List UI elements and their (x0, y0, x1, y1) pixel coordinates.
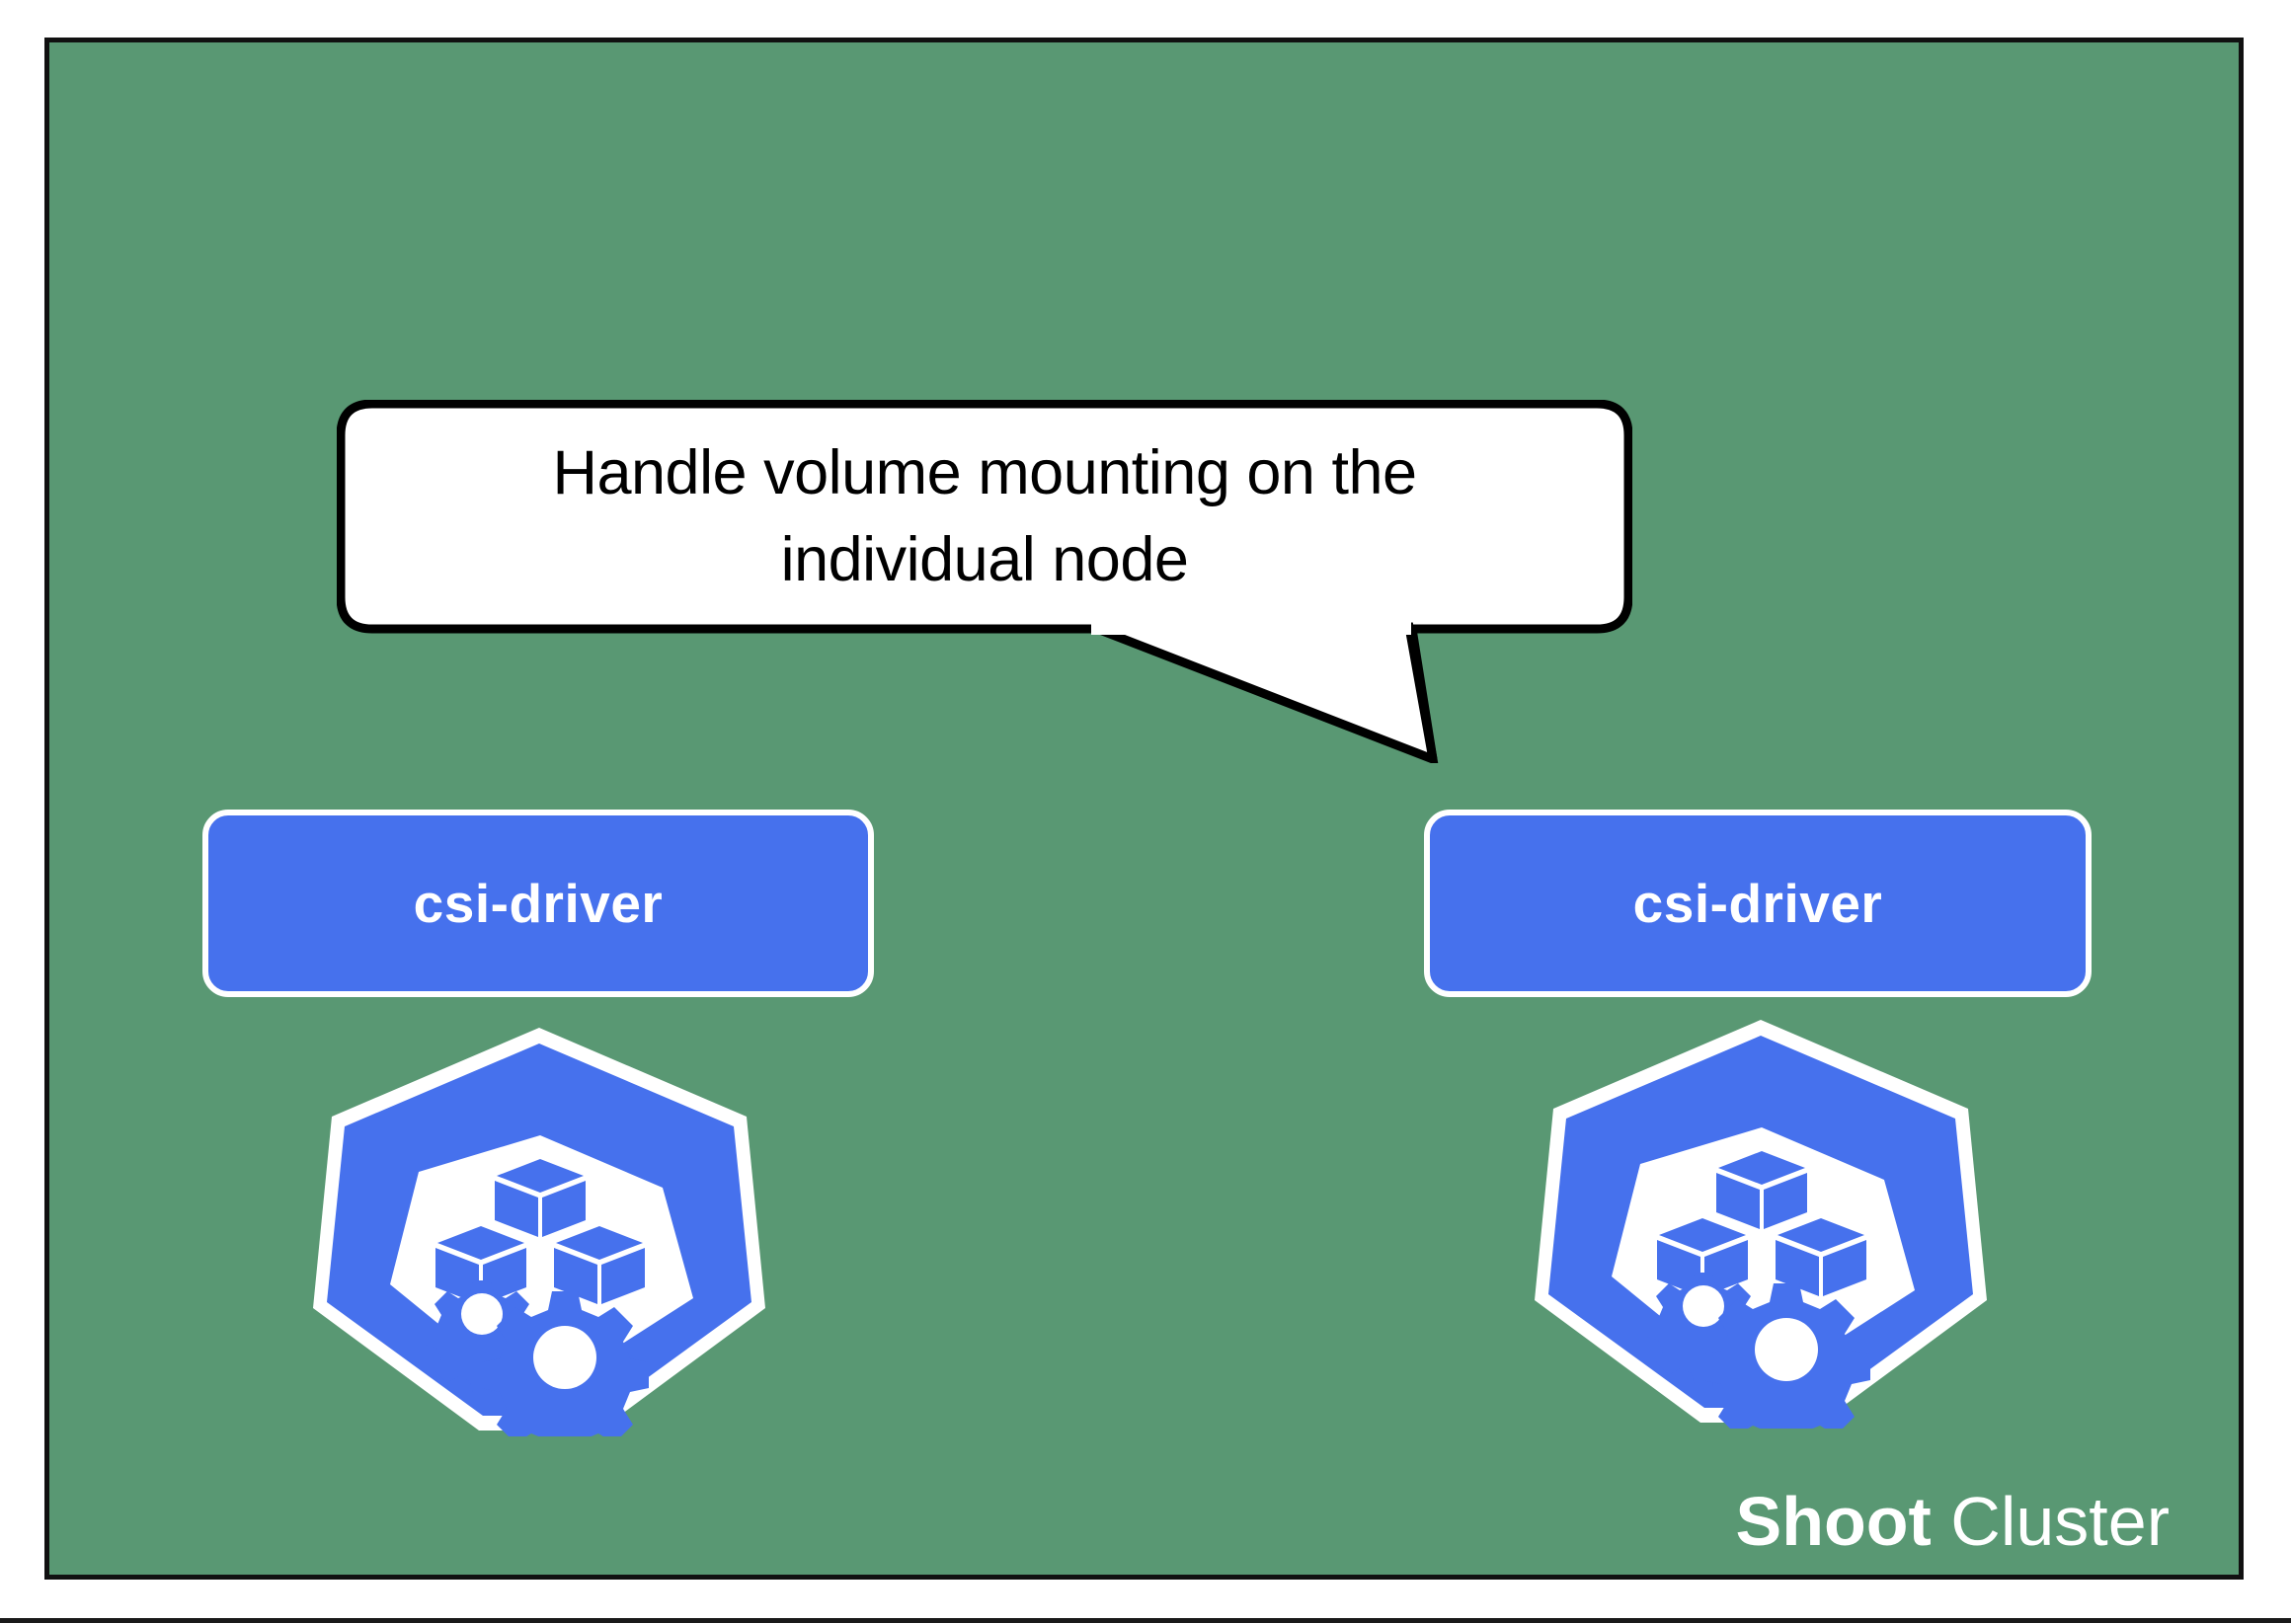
kubernetes-icon (1535, 1020, 1987, 1429)
callout-bubble-shape (337, 400, 1632, 763)
kubernetes-inner-glyph (424, 1159, 649, 1436)
caption-bold: Shoot (1735, 1483, 1932, 1560)
csi-driver-box-left[interactable]: csi-driver (202, 810, 874, 997)
kubernetes-icon-right (1529, 1014, 1993, 1429)
callout-text: Handle volume mounting on the individual… (552, 438, 1417, 594)
kubernetes-inner-glyph (1645, 1151, 1870, 1429)
csi-driver-box-right[interactable]: csi-driver (1424, 810, 2092, 997)
page-bottom-divider (0, 1618, 2291, 1623)
caption-regular: Cluster (1931, 1483, 2170, 1560)
kubernetes-icon-left (307, 1022, 771, 1436)
callout-bubble: Handle volume mounting on the individual… (337, 400, 1632, 763)
csi-driver-label-right: csi-driver (1632, 873, 1883, 934)
kubernetes-icon (313, 1028, 765, 1436)
shoot-cluster-panel: Handle volume mounting on the individual… (44, 38, 2244, 1580)
csi-driver-label-left: csi-driver (413, 873, 664, 934)
shoot-cluster-caption: Shoot Cluster (1736, 1482, 2170, 1561)
